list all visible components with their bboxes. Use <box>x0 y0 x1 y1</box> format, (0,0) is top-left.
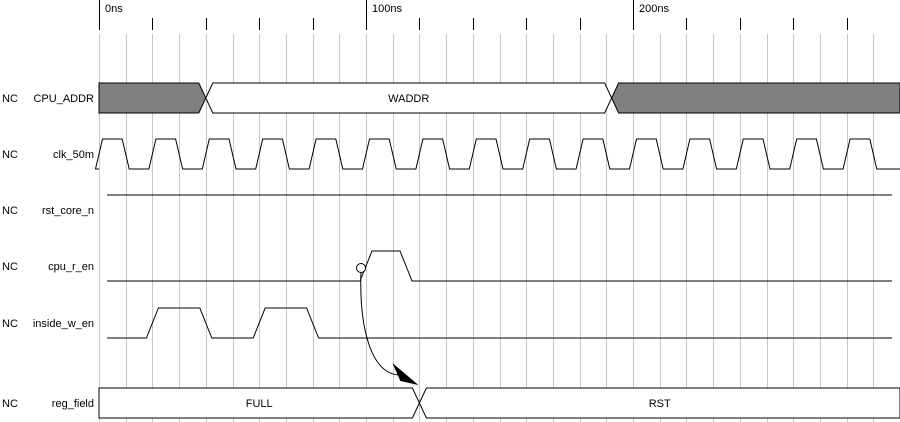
edge-arrow-annotation <box>356 263 419 385</box>
bus-segment <box>418 387 900 419</box>
signal-name: cpu_r_en <box>48 261 94 273</box>
bus-value: WADDR <box>388 93 429 105</box>
signal-name: CPU_ADDR <box>33 93 94 105</box>
digital-waveform <box>107 250 892 282</box>
ruler-tick-label: 200ns <box>639 3 669 15</box>
waveforms: WADDR FULL RST <box>94 82 900 419</box>
signal-name: rst_core_n <box>42 205 94 217</box>
signal-name: inside_w_en <box>33 318 94 330</box>
signal-prefix: NC <box>2 318 18 330</box>
signal-prefix: NC <box>2 149 18 161</box>
signal-prefix: NC <box>2 261 18 273</box>
arrow-curve <box>360 270 401 376</box>
time-ruler: 0ns 100ns 200ns <box>99 0 848 30</box>
signal-prefix: NC <box>2 93 18 105</box>
ruler-tick-label: 100ns <box>372 3 402 15</box>
bus-segment <box>98 82 207 114</box>
bus-value: FULL <box>246 398 273 410</box>
bus-value: RST <box>649 398 671 410</box>
arrow-head <box>392 363 419 385</box>
bus-segment <box>611 82 900 114</box>
signal-prefix: NC <box>2 398 18 410</box>
signal-name: clk_50m <box>53 149 94 161</box>
digital-waveform <box>107 307 892 339</box>
arrow-origin-circle <box>356 263 366 273</box>
clock-waveform <box>94 138 900 170</box>
signal-prefix: NC <box>2 205 18 217</box>
signal-name: reg_field <box>52 398 94 410</box>
ruler-tick-label: 0ns <box>105 3 123 15</box>
